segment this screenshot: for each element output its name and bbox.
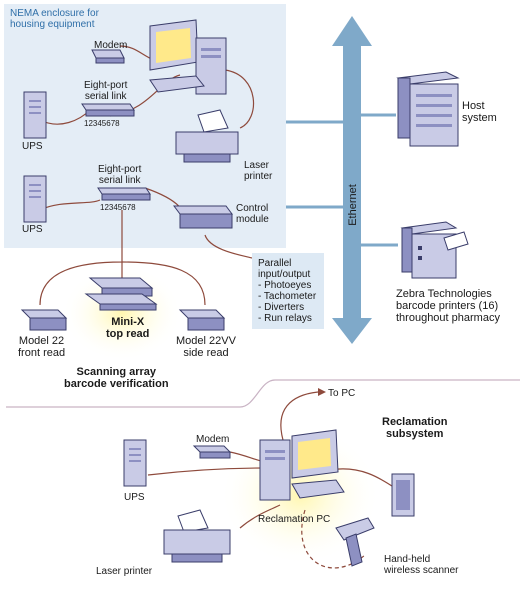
switch-icon: [81, 103, 135, 117]
computer-icon: [149, 19, 227, 95]
ups-icon: [23, 175, 47, 223]
ups-icon: [123, 439, 147, 487]
ups-label-1: UPS: [22, 141, 43, 152]
scanner-icon: [178, 309, 226, 331]
printer-icon: [163, 509, 231, 563]
ports-label-1: 12345678: [84, 119, 120, 128]
server-icon: [396, 71, 460, 147]
computer-icon: [259, 429, 345, 501]
ports-label-2: 12345678: [100, 203, 136, 212]
ups-label-2: UPS: [22, 224, 43, 235]
modem-label: Modem: [94, 40, 128, 51]
modem-icon: [192, 445, 232, 459]
barcode-printer-icon: [400, 221, 469, 279]
handheld-scanner-icon: [335, 517, 375, 567]
scanner-icon: [20, 309, 68, 331]
printer-icon: [175, 109, 239, 163]
ups-label-3: UPS: [124, 492, 145, 503]
reclamation-pc-label: Reclamation PC: [258, 514, 331, 525]
wireless-base-icon: [391, 473, 415, 517]
to-pc-arrowhead: [318, 388, 326, 396]
section-divider: [6, 379, 520, 408]
ethernet-label: Ethernet: [347, 184, 359, 226]
control-module-icon: [173, 205, 233, 229]
scanner-icon: [84, 277, 158, 311]
modem-icon: [91, 49, 125, 64]
io-list: Parallel input/output - Photoeyes - Tach…: [258, 258, 317, 324]
io-panel: Parallel input/output - Photoeyes - Tach…: [252, 253, 324, 329]
to-pc-label: To PC: [328, 388, 355, 399]
modem-bottom-label: Modem: [196, 434, 230, 445]
switch-icon: [97, 187, 151, 201]
laser-printer-bottom-label: Laser printer: [96, 566, 153, 577]
ethernet-backbone: [286, 16, 398, 344]
ups-icon: [23, 91, 47, 139]
wireless-link: [301, 509, 366, 569]
nema-enclosure: [4, 4, 286, 248]
